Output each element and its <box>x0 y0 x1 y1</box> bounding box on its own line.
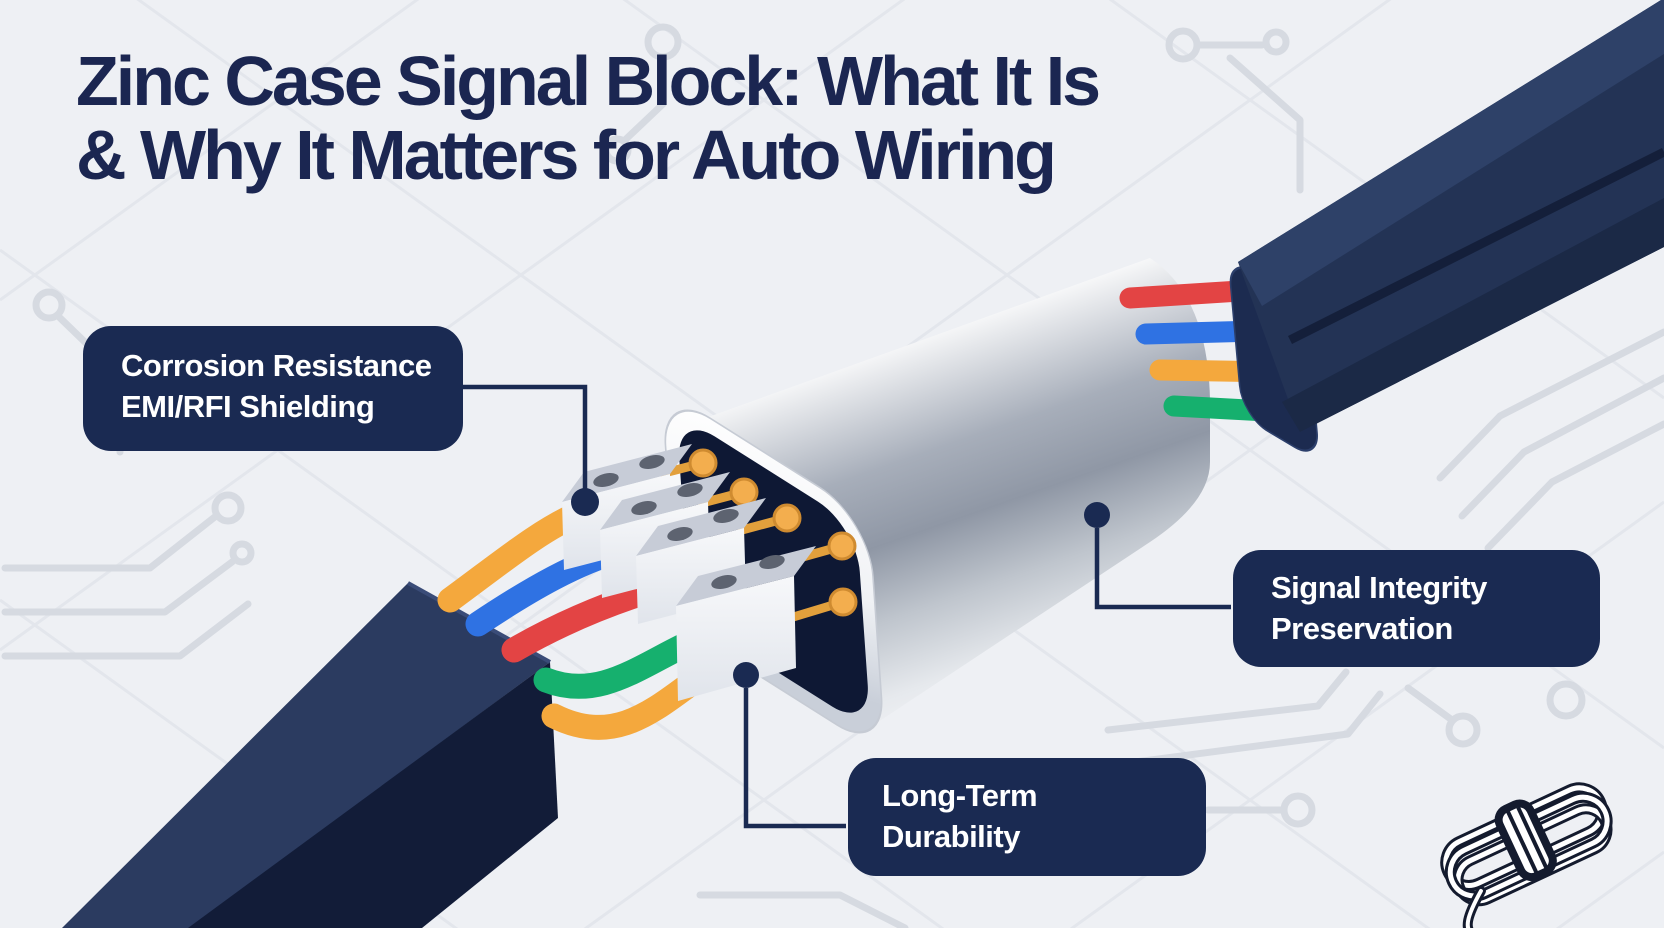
callout-signal-line2: Preservation <box>1271 610 1453 646</box>
callout-corrosion-resistance: Corrosion Resistance EMI/RFI Shielding <box>83 326 463 451</box>
callout-corrosion-line2: EMI/RFI Shielding <box>121 388 375 424</box>
callout-durability-line2: Durability <box>882 818 1020 854</box>
callout-durability-line1: Long-Term <box>882 778 1038 813</box>
right-cable-bottom-edge <box>1282 198 1664 432</box>
pointer-dot-corrosion <box>571 488 599 516</box>
left-cable-top-face <box>62 583 550 928</box>
left-cable-side-face <box>188 662 558 928</box>
pointer-dot-signal <box>1084 502 1110 528</box>
callout-long-term-durability: Long-Term Durability <box>848 758 1206 876</box>
gold-pin <box>827 531 857 561</box>
right-cable-top-face <box>1238 0 1664 306</box>
stub-wire-red <box>1119 280 1251 309</box>
page-title: Zinc Case Signal Block: What It Is& Why … <box>76 42 1101 195</box>
callout-pointer-dots <box>571 488 1110 688</box>
gold-pin <box>772 503 802 533</box>
gold-pin <box>828 587 858 617</box>
title-line-2: & Why It Matters for Auto Wiring <box>76 116 1057 195</box>
rope-coil-icon <box>1440 782 1613 928</box>
title-line-1: Zinc Case Signal Block: What It Is <box>76 42 1101 120</box>
terminal-block-front <box>676 546 816 701</box>
callout-connectors <box>455 384 1231 829</box>
connector-line-corrosion <box>455 384 588 489</box>
right-cable <box>1229 0 1664 452</box>
callout-signal-line1: Signal Integrity <box>1271 570 1487 605</box>
gold-pin <box>688 448 718 478</box>
pointer-dot-durability <box>733 662 759 688</box>
connector-line-durability <box>743 688 846 829</box>
gold-pin <box>729 477 759 507</box>
callout-corrosion-line1: Corrosion Resistance <box>121 348 432 383</box>
right-cable-ridge <box>1287 147 1664 345</box>
callout-signal-integrity: Signal Integrity Preservation <box>1233 550 1600 667</box>
connector-line-signal <box>1094 528 1231 610</box>
